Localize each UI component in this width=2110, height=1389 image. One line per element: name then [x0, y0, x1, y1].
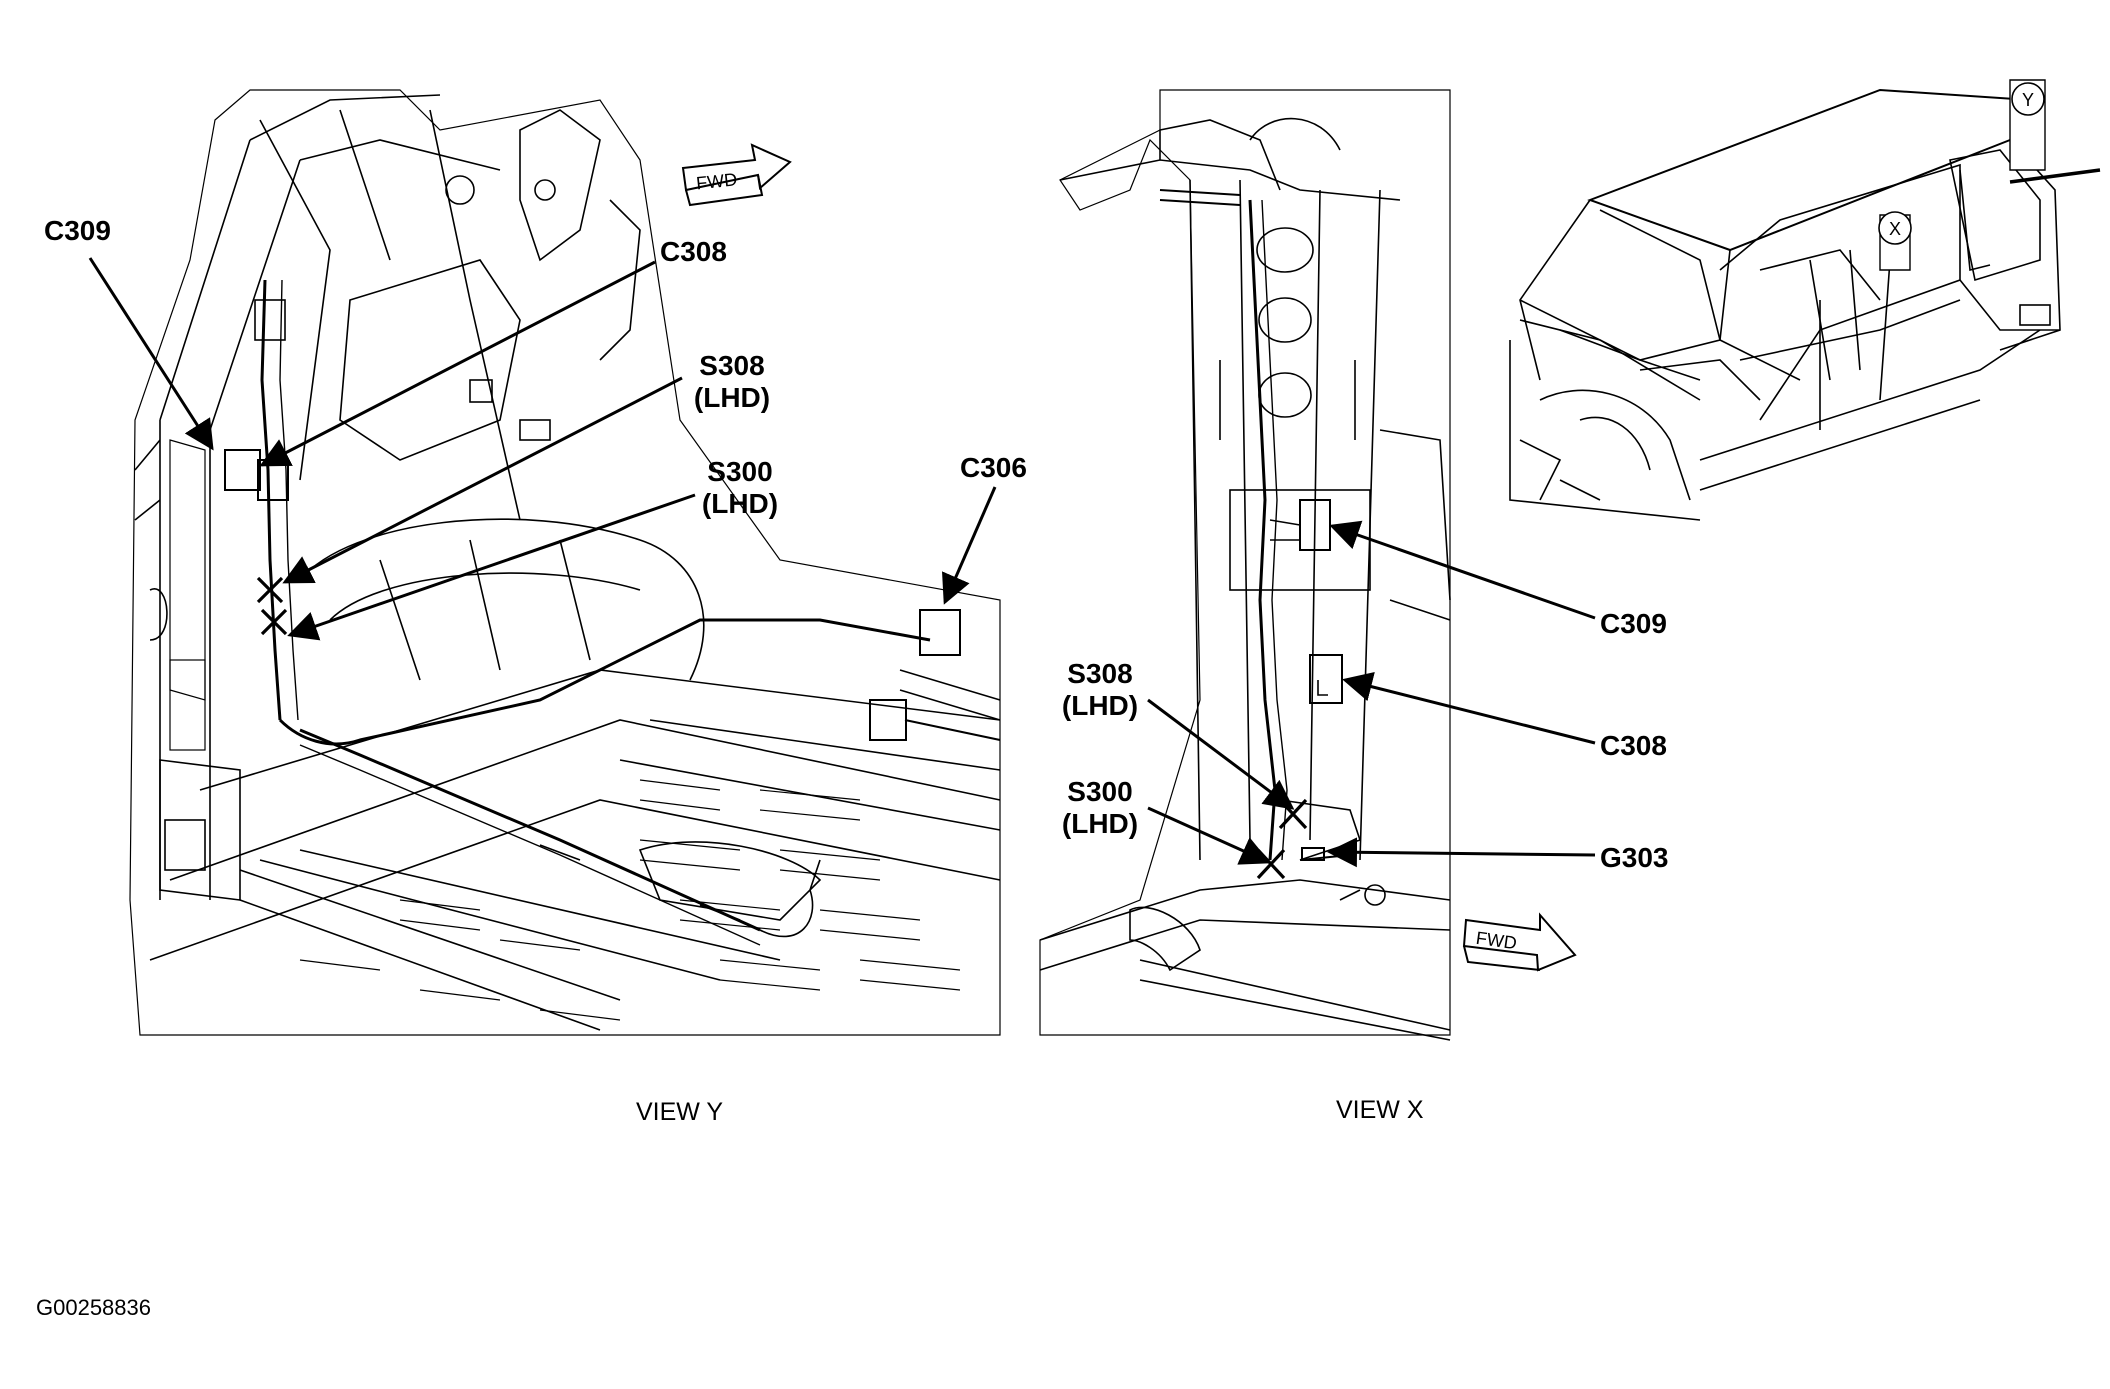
s308-label-view-x: S308 (LHD) — [1060, 658, 1140, 722]
locator-y-label: Y — [2022, 90, 2034, 110]
s300-variant: (LHD) — [1061, 808, 1139, 839]
s300-code: S300 — [1067, 776, 1133, 807]
fwd-label-x: FWD — [1475, 928, 1518, 954]
locator-x-label: X — [1889, 219, 1901, 239]
c306-label-view-y: C306 — [960, 452, 1027, 483]
fwd-arrow-icon: FWD — [1462, 912, 1577, 972]
c309-label-view-x: C309 — [1600, 608, 1667, 639]
view-x-leaders — [1147, 520, 1596, 868]
view-x-caption: VIEW X — [1336, 1096, 1424, 1124]
view-y-drawing — [129, 89, 1001, 1036]
s300-code: S300 — [707, 456, 773, 487]
view-x-drawing — [1039, 89, 1451, 1041]
s300-label-view-x: S300 (LHD) — [1060, 776, 1140, 840]
s308-code: S308 — [1067, 658, 1133, 689]
g303-label-view-x: G303 — [1600, 842, 1669, 873]
s300-variant: (LHD) — [701, 488, 779, 519]
c308-label-view-x: C308 — [1600, 730, 1667, 761]
view-y-caption: VIEW Y — [636, 1098, 724, 1126]
locator-x-marker: X — [1878, 211, 1912, 271]
s308-variant: (LHD) — [1061, 690, 1139, 721]
c309-label-view-y: C309 — [44, 215, 111, 246]
s308-code: S308 — [699, 350, 765, 381]
view-y-leaders — [88, 257, 997, 641]
vehicle-locator-drawing — [1509, 88, 2101, 521]
c308-label-view-y: C308 — [660, 236, 727, 267]
s300-label-view-y: S300 (LHD) — [700, 456, 780, 520]
figure-id: G00258836 — [36, 1295, 151, 1320]
s308-label-view-y: S308 (LHD) — [692, 350, 772, 414]
fwd-arrow-icon: FWD — [681, 143, 792, 207]
locator-y-marker: Y — [2009, 79, 2046, 171]
s308-variant: (LHD) — [693, 382, 771, 413]
fwd-label-y: FWD — [695, 169, 738, 193]
